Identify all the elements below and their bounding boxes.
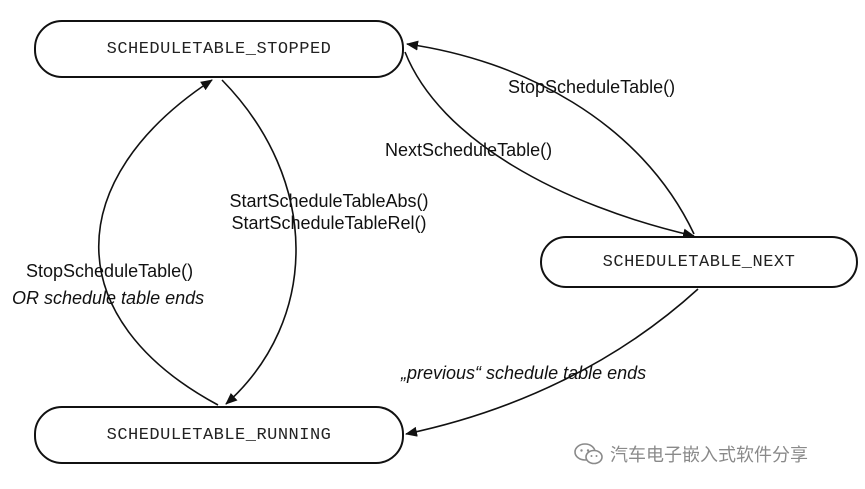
watermark-text: 汽车电子嵌入式软件分享: [610, 445, 808, 466]
state-next: SCHEDULETABLE_NEXT: [540, 236, 858, 288]
label-running-to-stopped: StopScheduleTable(): [26, 261, 194, 281]
arrow-stopped-to-next: [404, 51, 695, 239]
state-stopped: SCHEDULETABLE_STOPPED: [34, 20, 404, 78]
label-stopped-to-next: NextScheduleTable(): [385, 140, 553, 160]
label-start-rel: StartScheduleTableRel(): [231, 213, 427, 233]
arrow-next-to-running: [405, 288, 699, 437]
watermark: 汽车电子嵌入式软件分享: [574, 441, 808, 467]
state-running: SCHEDULETABLE_RUNNING: [34, 406, 404, 464]
label-start-abs: StartScheduleTableAbs(): [229, 191, 429, 211]
label-stopped-to-running: StartScheduleTableAbs() StartScheduleTab…: [196, 190, 462, 234]
arrow-stopped-to-running: [221, 79, 297, 405]
wechat-icon: [574, 443, 603, 465]
arrow-next-to-stopped: [406, 40, 695, 235]
label-running-to-stopped-or: OR schedule table ends: [12, 288, 205, 308]
arrow-running-to-stopped: [98, 79, 219, 406]
label-next-to-stopped: StopScheduleTable(): [508, 77, 676, 97]
label-next-to-running: „previous“ schedule table ends: [401, 363, 647, 383]
